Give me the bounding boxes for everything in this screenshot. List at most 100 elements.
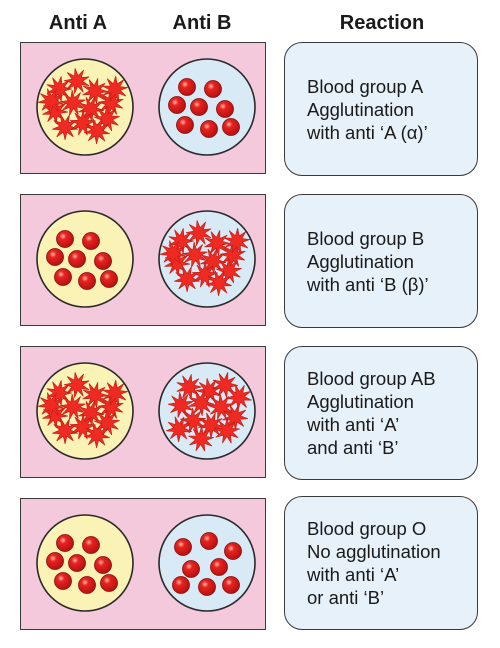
red-blood-cell (174, 538, 192, 556)
agglutinated-cell (97, 89, 124, 116)
reaction-text-line: or anti ‘B’ (307, 587, 385, 608)
red-blood-cell (182, 560, 200, 578)
header-anti-a: Anti A (48, 12, 108, 34)
agglutinated-cell (59, 89, 86, 116)
agglutinated-cell (185, 220, 212, 246)
agglutinated-cell (215, 257, 242, 284)
anti-b-dish (158, 514, 256, 612)
reaction-text-line: Agglutination (307, 391, 414, 412)
test-panel-row-2 (20, 194, 266, 326)
agglutinated-cell (205, 270, 232, 297)
reaction-text-line: Blood group A (307, 75, 424, 97)
agglutinated-cell (37, 392, 64, 419)
agglutinated-cell (204, 230, 231, 257)
agglutinated-cell (222, 404, 249, 431)
test-panel-row-1 (20, 42, 266, 174)
test-panel-row-3 (20, 346, 266, 478)
agglutinated-cell (82, 78, 109, 105)
red-blood-cell (168, 96, 186, 114)
agglutinated-cell (214, 417, 240, 444)
red-blood-cell (54, 268, 72, 286)
agglutinated-cell-clump (159, 220, 251, 297)
header-reaction: Reaction (339, 12, 425, 34)
agglutinated-cell-clump (37, 68, 129, 145)
red-blood-cell (198, 578, 216, 596)
agglutinated-cell (159, 240, 186, 267)
agglutinated-cell (207, 393, 234, 420)
red-blood-cell (68, 554, 86, 572)
reaction-text-line: No agglutination (307, 541, 441, 562)
red-blood-cell (200, 532, 218, 550)
red-blood-cell (94, 252, 112, 270)
test-panel-row-4 (20, 498, 266, 630)
reaction-text-line: and anti ‘B’ (307, 437, 399, 458)
red-blood-cell (190, 98, 208, 116)
red-blood-cell (56, 534, 74, 552)
agglutinated-cell (181, 241, 208, 268)
reaction-text-line: with anti ‘A’ (307, 564, 400, 585)
reaction-text-line: Agglutination (307, 98, 414, 120)
agglutinated-cell (200, 248, 227, 275)
agglutinated-cell (97, 393, 124, 420)
agglutinated-cell (83, 422, 110, 449)
agglutinated-cell (102, 75, 129, 102)
red-blood-cell (178, 78, 196, 96)
red-blood-cell (54, 572, 72, 590)
red-blood-cell (100, 574, 118, 592)
reaction-text-line: with anti ‘A’ (307, 414, 400, 435)
red-blood-cell (172, 576, 190, 594)
red-blood-cell (210, 558, 228, 576)
red-blood-cell (82, 536, 100, 554)
agglutinated-cell (179, 407, 206, 434)
red-blood-cell (100, 270, 118, 288)
dish-pair (36, 210, 256, 308)
agglutinated-cell (188, 425, 215, 452)
agglutinated-cell (78, 400, 105, 427)
agglutinated-cell (174, 266, 200, 293)
header-anti-b: Anti B (172, 12, 232, 34)
red-blood-cell (222, 576, 240, 594)
agglutinated-cell (70, 413, 96, 440)
agglutinated-cell (83, 118, 110, 145)
reaction-text-line: Blood group O (307, 518, 427, 539)
agglutinated-cell (37, 88, 64, 115)
agglutinated-cell (82, 382, 109, 409)
red-blood-cell (204, 80, 222, 98)
agglutinated-cell (93, 409, 120, 436)
red-blood-cell (78, 576, 96, 594)
agglutinated-cell (70, 109, 96, 136)
agglutinated-cell (165, 416, 192, 443)
reaction-text-line: with anti ‘B (β)’ (307, 273, 429, 295)
reaction-text-line: Blood group B (307, 227, 425, 249)
agglutinated-cell (219, 241, 246, 268)
red-blood-cell (82, 232, 100, 250)
agglutinated-cell (63, 68, 90, 94)
agglutinated-cell (102, 379, 129, 406)
agglutinated-cell (63, 372, 90, 398)
red-blood-cell (46, 248, 64, 266)
agglutinated-cell (224, 227, 251, 254)
red-blood-cell (216, 100, 234, 118)
red-blood-cell (56, 230, 74, 248)
agglutinated-cell (59, 393, 86, 420)
agglutinated-cell (188, 390, 215, 416)
agglutinated-cell (52, 114, 78, 141)
red-blood-cell (200, 120, 218, 138)
agglutinated-cell (167, 391, 194, 418)
reaction-text-line: with anti ‘A (α)’ (307, 121, 428, 143)
agglutinated-cell (225, 384, 252, 411)
agglutinated-cell (78, 96, 105, 123)
agglutinated-cell (52, 418, 78, 445)
red-blood-cell (94, 556, 112, 574)
dish-pair (36, 514, 256, 612)
red-blood-cell (222, 118, 240, 136)
dish-pair (36, 362, 256, 460)
red-blood-cell (78, 272, 96, 290)
dish-pair (36, 58, 256, 156)
agglutinated-cell-clump (37, 372, 129, 449)
agglutinated-cell-clump (165, 372, 252, 452)
red-blood-cell (46, 552, 64, 570)
